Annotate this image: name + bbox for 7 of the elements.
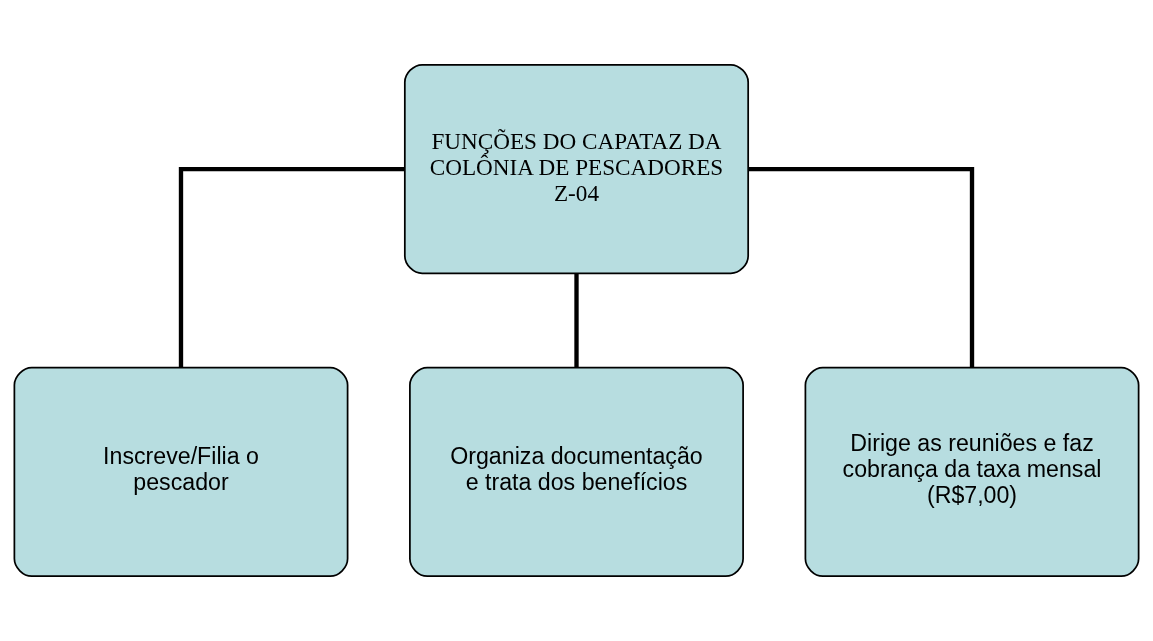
node-box: Organiza documentação e trata dos benefícios: [409, 366, 744, 578]
node-box: Dirige as reuniões e faz cobrança da taxa mensal (R$7,00): [804, 366, 1140, 578]
node-box: FUNÇÕES DO CAPATAZ DA COLÔNIA DE PESCADORES Z-04: [403, 63, 750, 275]
connector: [748, 166, 975, 368]
connector: [178, 166, 405, 368]
connector: [574, 273, 579, 368]
node-box: Inscreve/Filia o pescador: [13, 366, 349, 578]
